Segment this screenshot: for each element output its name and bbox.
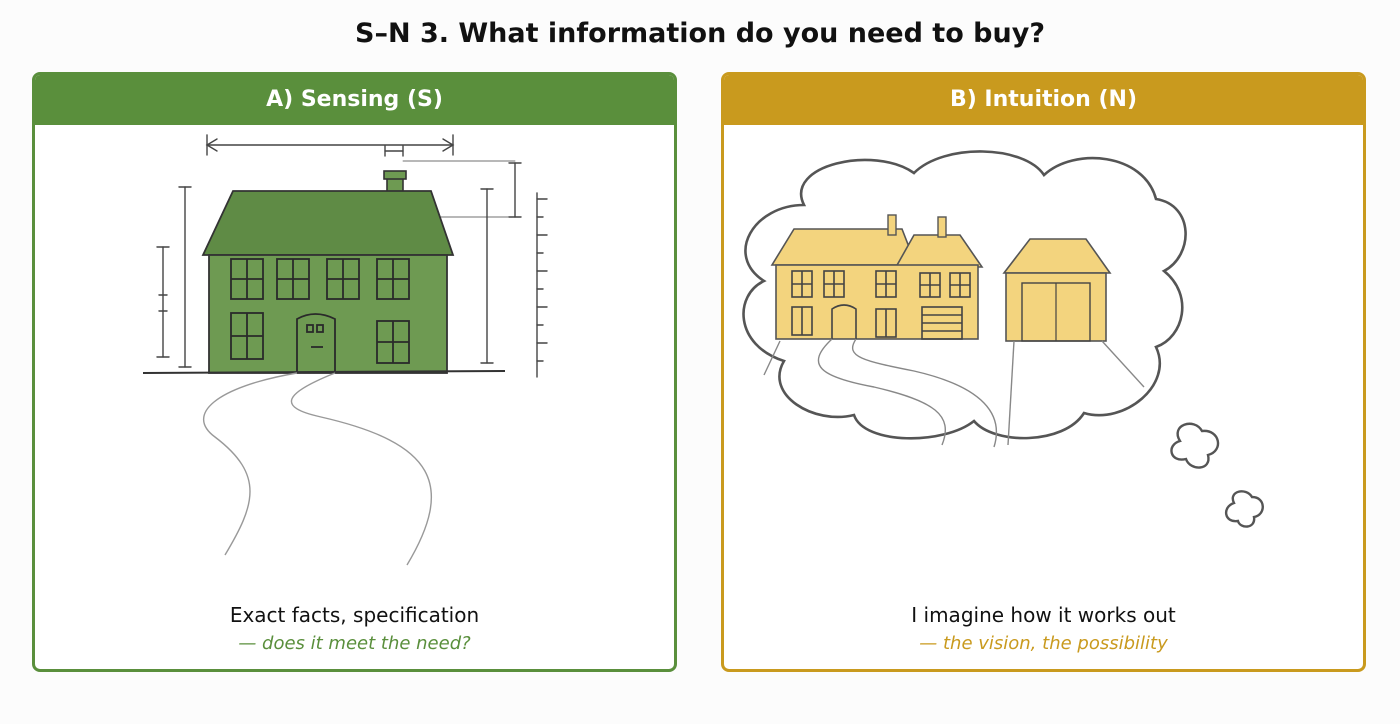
- intuition-card-header: B) Intuition (N): [724, 75, 1363, 125]
- imagined-house-thought-bubble: [742, 150, 1264, 528]
- measured-house-illustration: [142, 134, 548, 566]
- intuition-card: B) Intuition (N): [721, 72, 1366, 672]
- page-title: S–N 3. What information do you need to b…: [355, 18, 1045, 49]
- intuition-caption: I imagine how it works out: [911, 603, 1176, 627]
- sensing-card: A) Sensing (S): [32, 72, 677, 672]
- sensing-subcaption: — does it meet the need?: [238, 633, 471, 654]
- sensing-caption: Exact facts, specification: [229, 603, 480, 627]
- intuition-subcaption: — the vision, the possibility: [919, 633, 1168, 654]
- sensing-card-header: A) Sensing (S): [35, 75, 674, 125]
